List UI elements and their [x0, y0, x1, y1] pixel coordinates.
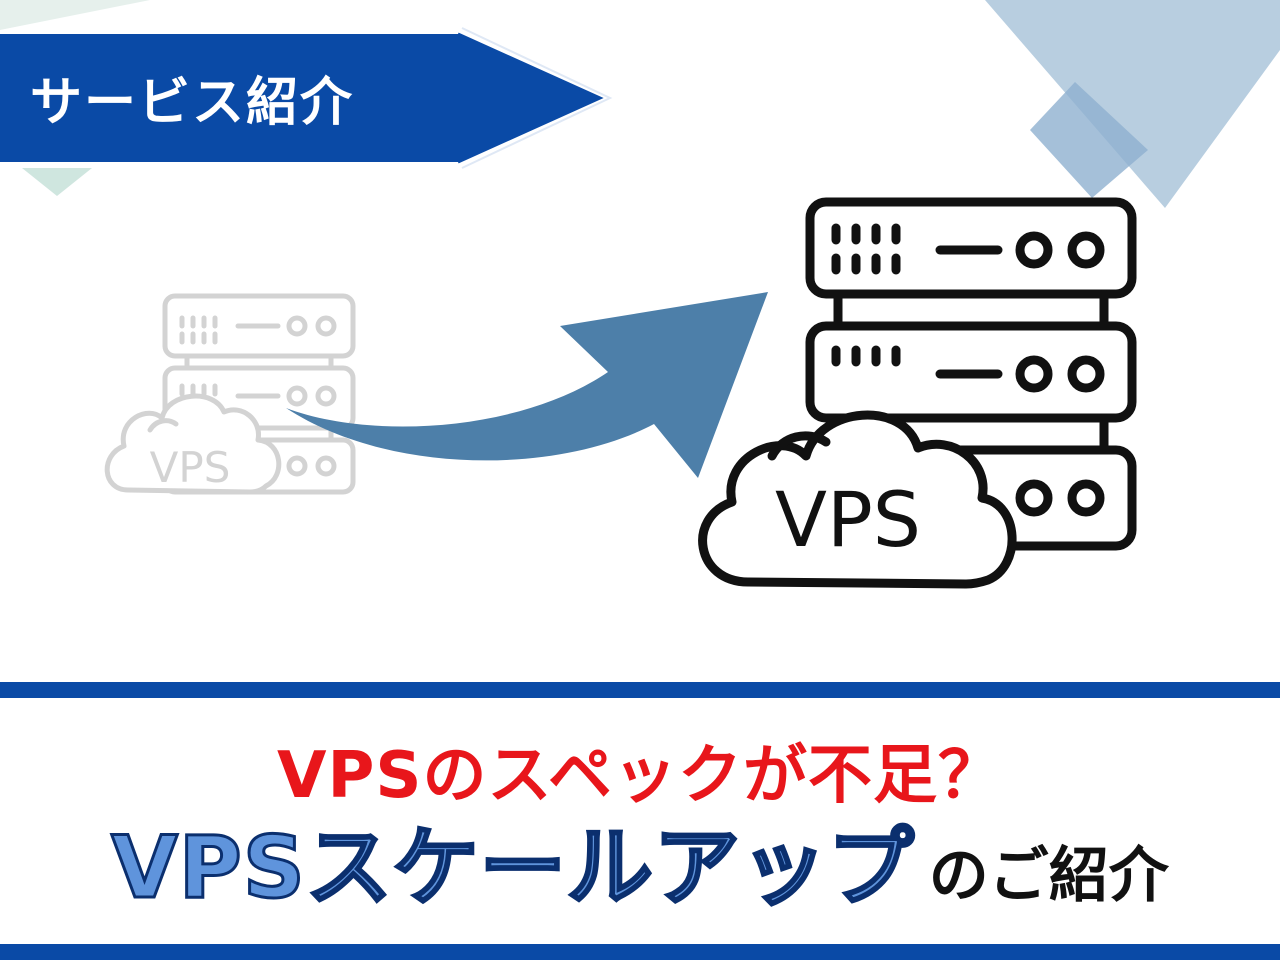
small-vps-label: VPS: [150, 443, 231, 492]
server-rack-icon: [805, 321, 1137, 423]
decor-triangle-mint: [22, 168, 92, 196]
headline-question: VPSのスペックが不足？: [276, 739, 1004, 813]
badge-banner: [0, 27, 613, 169]
cloud-icon: [698, 410, 1017, 589]
curved-arrow-icon: [286, 292, 768, 478]
divider-top: [0, 682, 1280, 698]
headline-suffix: のご紹介: [928, 841, 1169, 911]
badge-label: サービス紹介: [30, 72, 355, 133]
decor-diamond: [1030, 82, 1148, 198]
cloud-icon: [104, 393, 282, 495]
large-vps-server: VPS: [698, 197, 1137, 589]
server-rack-icon: [805, 197, 1137, 299]
server-rack-icon: [162, 293, 356, 359]
decor-triangle-top-right: [985, 0, 1280, 208]
headline-row: VPSスケールアップ のご紹介: [0, 817, 1280, 920]
small-vps-server: VPS: [104, 293, 356, 495]
decor-triangle-top-left: [0, 0, 150, 30]
large-vps-label: VPS: [775, 475, 921, 564]
headline-emphasis: VPSスケールアップ: [110, 817, 916, 920]
divider-bottom: [0, 944, 1280, 960]
